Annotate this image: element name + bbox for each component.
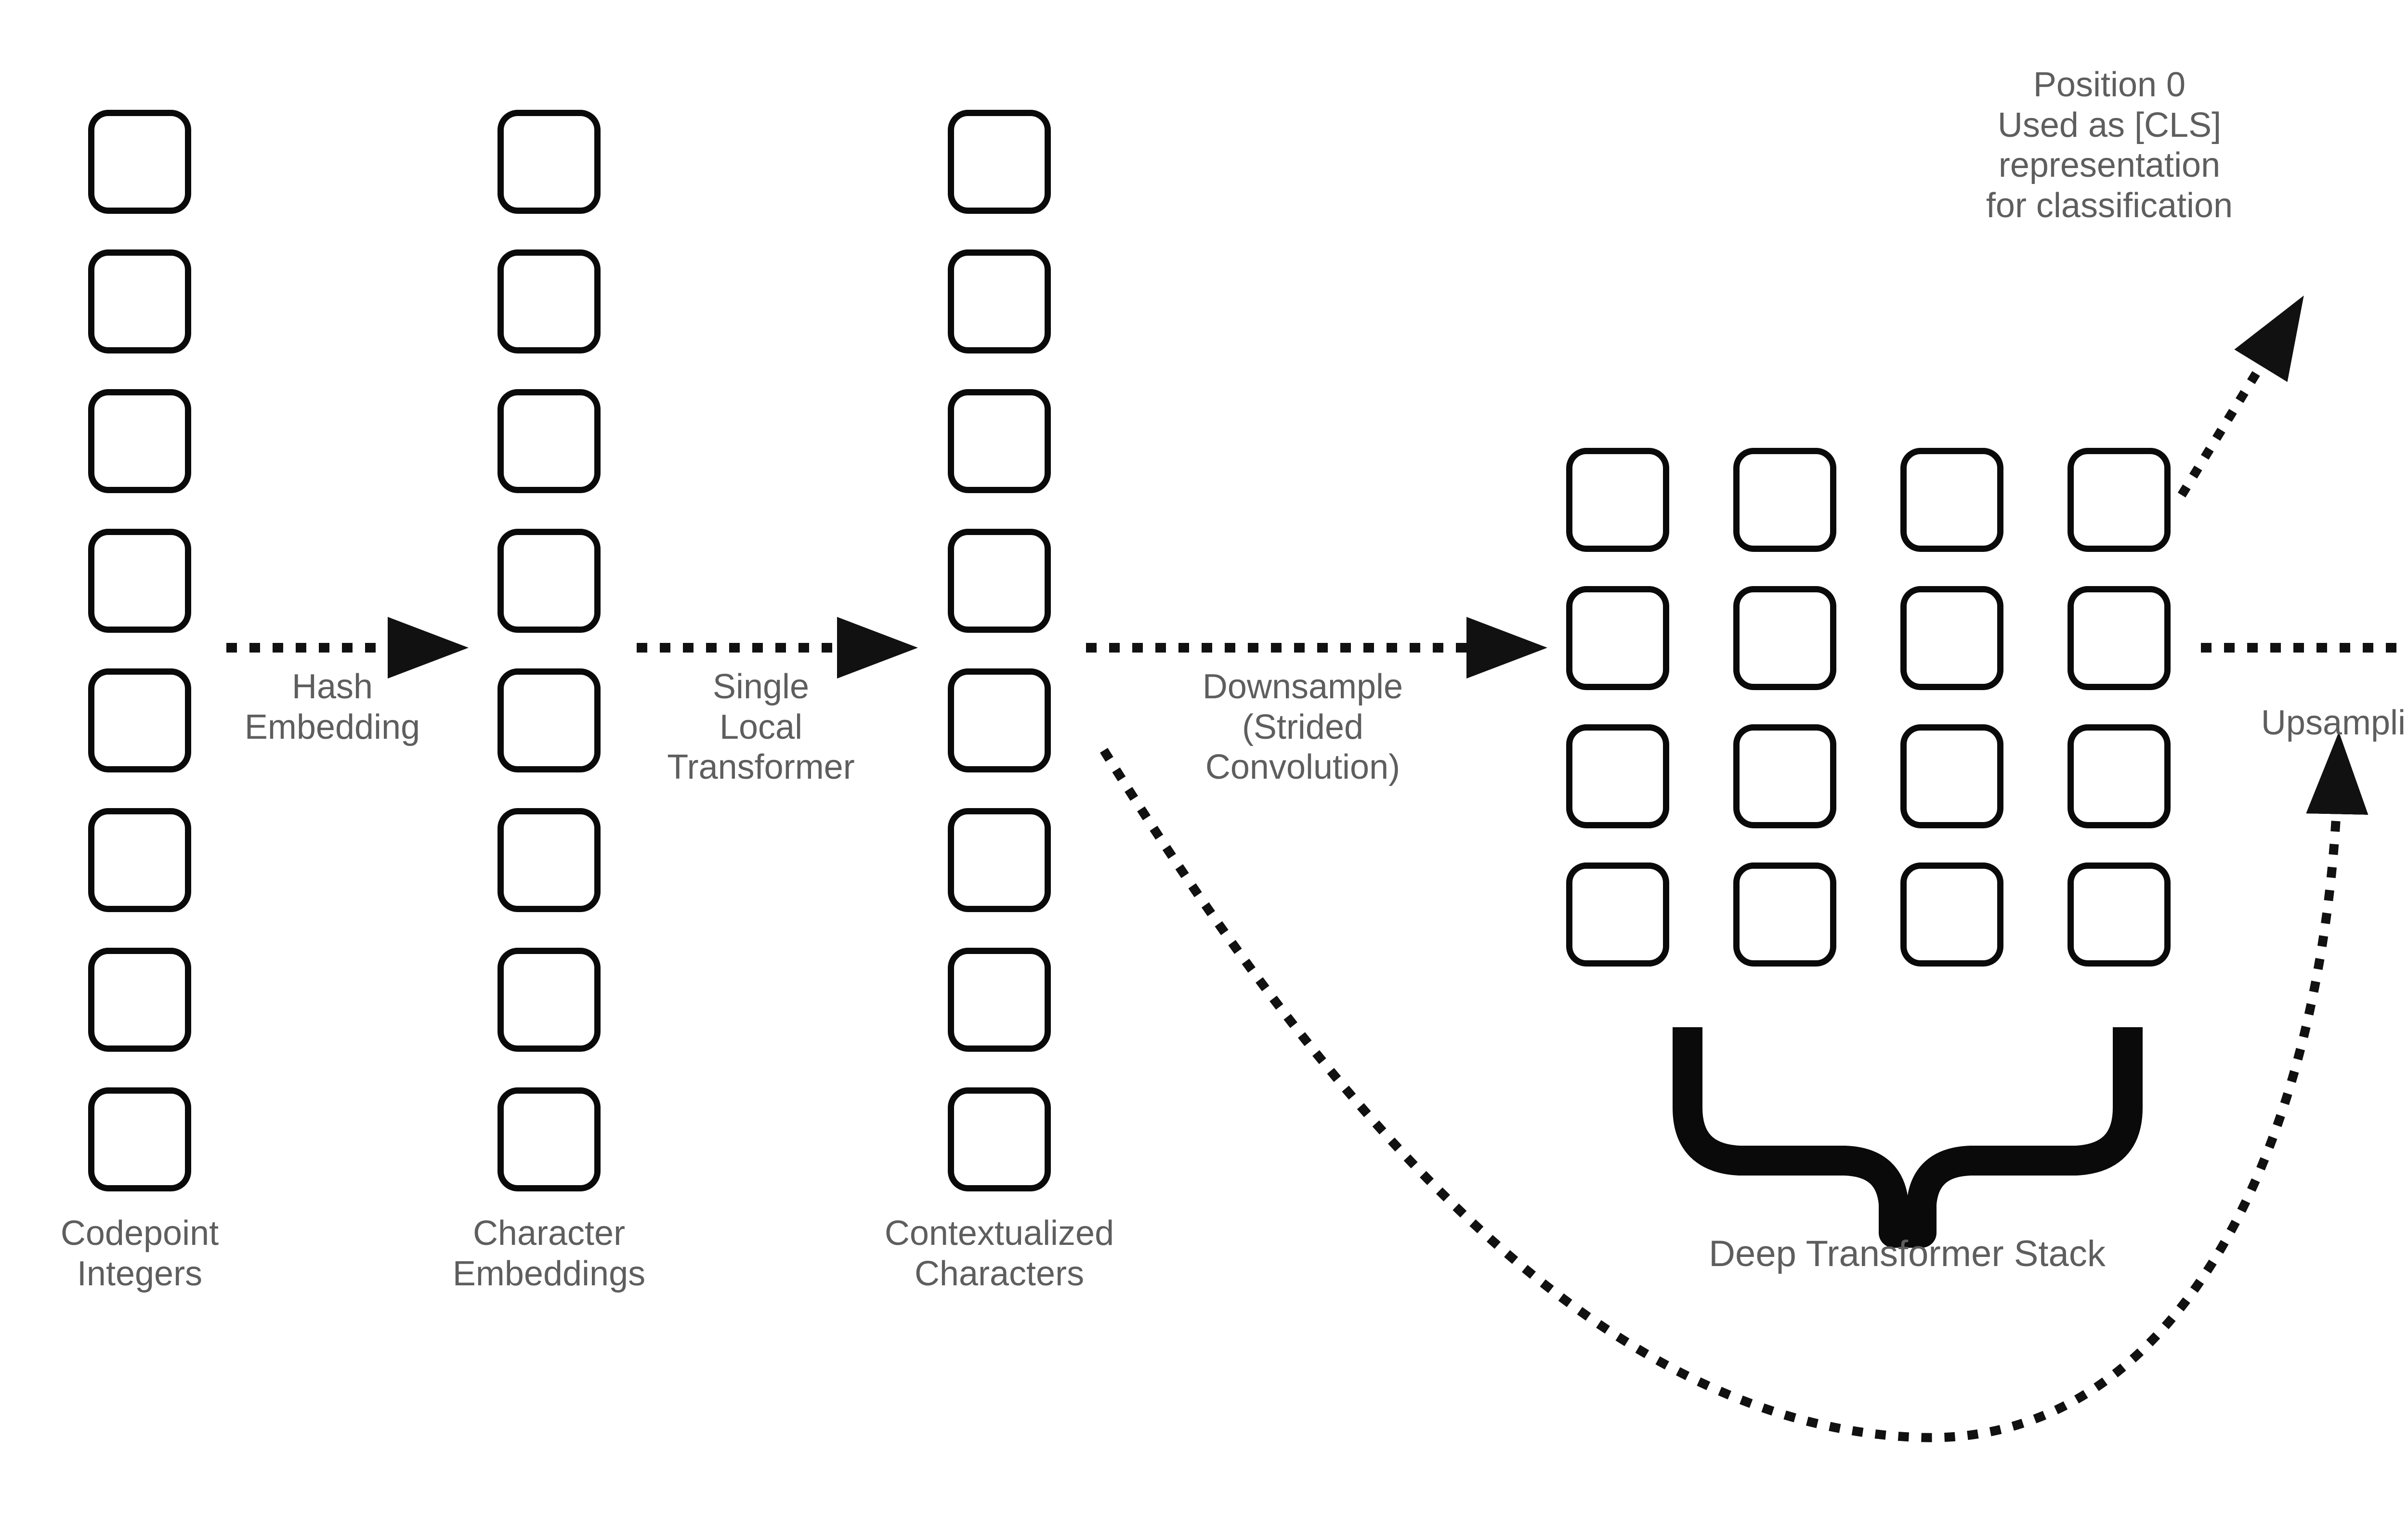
cell-contextualized-characters <box>948 110 1051 214</box>
cell-contextualized-characters <box>948 808 1051 912</box>
cell-deep-transformer-stack <box>1733 448 1836 552</box>
cell-deep-transformer-stack <box>1900 724 2003 828</box>
cell-codepoint-integers <box>88 948 191 1052</box>
cell-codepoint-integers <box>88 389 191 493</box>
cell-contextualized-characters <box>948 529 1051 633</box>
cell-deep-transformer-stack <box>1900 863 2003 967</box>
cell-character-embeddings <box>497 389 601 493</box>
annotation-position-zero-cls: Position 0 Used as [CLS] representation … <box>1986 65 2233 225</box>
label-downsample: Downsample (Strided Convolution) <box>1202 667 1403 787</box>
cell-deep-transformer-stack <box>1900 448 2003 552</box>
cell-codepoint-integers <box>88 668 191 772</box>
cell-codepoint-integers <box>88 1087 191 1191</box>
cell-deep-transformer-stack <box>1566 724 1669 828</box>
caption-deep-transformer-stack: Deep Transformer Stack <box>1709 1233 2106 1274</box>
cell-codepoint-integers <box>88 249 191 353</box>
cell-character-embeddings <box>497 808 601 912</box>
caption-contextualized-characters: Contextualized Characters <box>884 1214 1114 1293</box>
cell-character-embeddings <box>497 110 601 214</box>
cell-contextualized-characters <box>948 948 1051 1052</box>
cell-deep-transformer-stack <box>2068 448 2171 552</box>
cell-deep-transformer-stack <box>1566 586 1669 690</box>
cell-deep-transformer-stack <box>1566 863 1669 967</box>
cell-contextualized-characters <box>948 668 1051 772</box>
label-hash-embedding: Hash Embedding <box>244 667 420 746</box>
label-single-local-transformer: Single Local Transformer <box>667 667 855 787</box>
cell-contextualized-characters <box>948 1087 1051 1191</box>
cell-deep-transformer-stack <box>2068 724 2171 828</box>
cell-deep-transformer-stack <box>1900 586 2003 690</box>
cell-character-embeddings <box>497 249 601 353</box>
label-upsampling: Upsampling <box>2261 704 2408 742</box>
caption-character-embeddings: Character Embeddings <box>452 1214 646 1293</box>
cell-codepoint-integers <box>88 808 191 912</box>
cell-deep-transformer-stack <box>2068 586 2171 690</box>
cell-deep-transformer-stack <box>1566 448 1669 552</box>
cell-character-embeddings <box>497 948 601 1052</box>
cell-deep-transformer-stack <box>1733 863 1836 967</box>
cell-deep-transformer-stack <box>2068 863 2171 967</box>
cell-character-embeddings <box>497 529 601 633</box>
cell-character-embeddings <box>497 1087 601 1191</box>
cell-contextualized-characters <box>948 389 1051 493</box>
cell-codepoint-integers <box>88 110 191 214</box>
cell-contextualized-characters <box>948 249 1051 353</box>
caption-codepoint-integers: Codepoint Integers <box>60 1214 219 1293</box>
cell-codepoint-integers <box>88 529 191 633</box>
cell-character-embeddings <box>497 668 601 772</box>
cell-deep-transformer-stack <box>1733 586 1836 690</box>
cell-deep-transformer-stack <box>1733 724 1836 828</box>
